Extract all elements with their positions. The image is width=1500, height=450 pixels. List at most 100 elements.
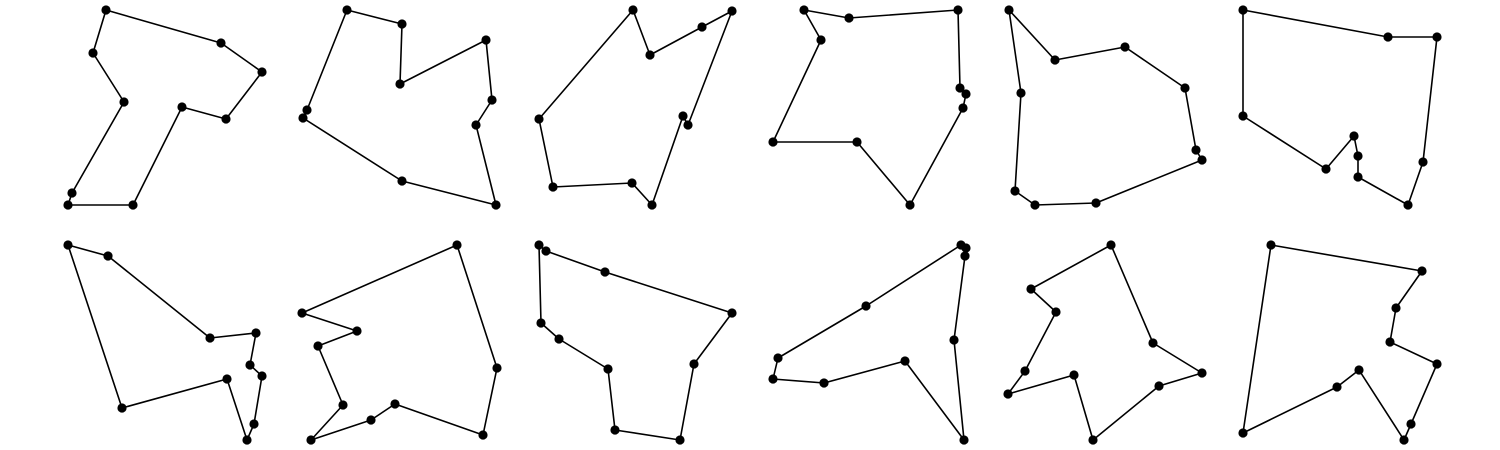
polygon-r2-c6-vertex-1 [1266,240,1276,250]
polygon-r2-c2-vertex-5 [366,415,376,425]
polygon-r1-c4-outline [772,9,967,206]
polygon-r2-c3-vertex-10 [536,318,546,328]
polygon-r2-c1-vertex-6 [257,371,267,381]
polygon-r1-c5-vertex-5 [1191,145,1201,155]
polygon-r1-c3-vertex-10 [534,114,544,124]
polygon-r1-c6-vertex-3 [1432,32,1442,42]
polygon-r1-c6 [1238,5,1442,210]
polygon-r1-c3-vertex-3 [697,22,707,32]
polygon-r1-c3-vertex-1 [628,5,638,15]
polygon-r1-c6-vertex-8 [1349,131,1359,141]
polygon-r2-c6-vertex-3 [1391,303,1401,313]
polygon-r2-c3-vertex-1 [534,240,544,250]
polygon-r1-c5-vertex-1 [1004,5,1014,15]
polygon-r1-c5-vertex-4 [1180,83,1190,93]
polygon-r1-c1-vertex-3 [257,67,267,77]
polygon-r1-c4-vertex-7 [905,200,915,210]
polygon-r2-c1-vertex-4 [251,328,261,338]
polygon-r1-c5 [1004,5,1207,210]
polygon-r2-c6-vertex-2 [1417,266,1427,276]
polygon-r2-c1 [63,240,267,445]
polygon-r2-c4-vertex-5 [959,435,969,445]
polygon-r1-c2-vertex-10 [302,105,312,115]
polygon-r2-c2 [297,240,502,445]
polygon-r2-c6-vertex-5 [1432,359,1442,369]
polygon-r1-c5-vertex-8 [1030,200,1040,210]
polygon-r1-c4 [768,5,971,210]
polygon-r1-c1-vertex-7 [63,200,73,210]
polygon-r2-c6 [1238,240,1442,445]
polygon-r2-c4-vertex-8 [768,374,778,384]
polygon-r2-c4-vertex-6 [900,356,910,366]
polygon-r1-c1-vertex-10 [88,48,98,58]
polygon-r1-c2-vertex-4 [481,35,491,45]
polygon-r2-c2-vertex-6 [306,435,316,445]
polygon-r2-c5-vertex-2 [1148,338,1158,348]
polygon-r1-c3-vertex-6 [678,111,688,121]
polygon-r2-c4-vertex-2 [961,243,971,253]
polygon-r1-c3-vertex-9 [548,182,558,192]
polygon-r2-c5-vertex-10 [1026,284,1036,294]
polygon-r1-c6-vertex-1 [1238,5,1248,15]
polygon-r2-c5-vertex-1 [1106,240,1116,250]
polygon-r2-c4-vertex-7 [819,378,829,388]
polygon-r1-c5-vertex-9 [1010,186,1020,196]
polygon-r1-c1-outline [67,9,263,206]
polygon-r2-c2-vertex-4 [390,399,400,409]
polygon-r2-c1-vertex-3 [205,333,215,343]
polygon-r1-c5-outline [1008,9,1203,206]
polygon-r1-c1-vertex-6 [128,200,138,210]
polygon-r2-c1-vertex-8 [242,435,252,445]
polygon-r1-c6-vertex-2 [1383,32,1393,42]
polygon-r1-c1-vertex-5 [177,102,187,112]
polygon-r2-c3-vertex-9 [554,334,564,344]
polygon-r2-c1-vertex-2 [103,251,113,261]
polygon-r1-c6-vertex-7 [1353,151,1363,161]
polygon-r1-c5-vertex-10 [1016,88,1026,98]
polygon-r1-c2-vertex-8 [397,176,407,186]
polygon-r2-c2-vertex-1 [452,240,462,250]
polygon-r2-c6-vertex-6 [1406,419,1416,429]
polygon-r1-c4-vertex-4 [955,83,965,93]
polygon-r2-c3-vertex-5 [689,359,699,369]
polygon-r1-c6-vertex-4 [1418,157,1428,167]
polygon-r1-c4-vertex-6 [958,103,968,113]
polygon-r2-c6-vertex-8 [1354,365,1364,375]
polygon-r1-c3-vertex-2 [645,50,655,60]
polygon-r1-c3-vertex-7 [647,200,657,210]
polygon-r2-c4-vertex-4 [949,335,959,345]
polygon-r2-c5-vertex-3 [1197,368,1207,378]
polygon-r1-c1 [63,5,267,210]
polygon-r2-c3-vertex-3 [600,267,610,277]
polygon-r1-c6-vertex-9 [1321,164,1331,174]
polygon-r2-c1-vertex-1 [63,240,73,250]
polygon-r2-c1-vertex-7 [249,419,259,429]
polygon-r1-c3 [534,5,737,210]
polygon-r1-c4-vertex-8 [852,137,862,147]
polygon-r1-c4-vertex-3 [953,5,963,15]
polygon-r2-c6-outline [1242,244,1438,441]
polygon-r1-c2-vertex-6 [471,120,481,130]
polygon-r2-c6-vertex-4 [1385,337,1395,347]
polygon-r2-c1-vertex-9 [222,374,232,384]
polygon-r1-c4-vertex-10 [816,35,826,45]
polygon-r2-c2-vertex-10 [297,308,307,318]
polygon-r1-c1-vertex-2 [216,38,226,48]
polygon-r2-c4-vertex-9 [773,353,783,363]
polygon-r2-c4-outline [772,244,967,441]
polygon-r1-c6-outline [1242,9,1438,206]
polygon-r2-c1-outline [67,244,263,441]
polygon-r2-c3-vertex-2 [541,246,551,256]
polygon-r2-c3-vertex-8 [603,364,613,374]
polygon-r2-c5-vertex-5 [1088,435,1098,445]
polygon-r2-c3-outline [538,244,733,441]
polygon-r2-c4-vertex-10 [861,301,871,311]
polygon-r2-c5-outline [1007,244,1203,441]
polygon-r2-c5 [1003,240,1207,445]
polygon-r2-c1-vertex-5 [245,360,255,370]
polygon-r2-c6-vertex-7 [1399,435,1409,445]
polygon-r2-c6-vertex-9 [1332,382,1342,392]
polygon-r2-c4 [768,240,971,445]
polygon-r2-c3-vertex-6 [675,435,685,445]
